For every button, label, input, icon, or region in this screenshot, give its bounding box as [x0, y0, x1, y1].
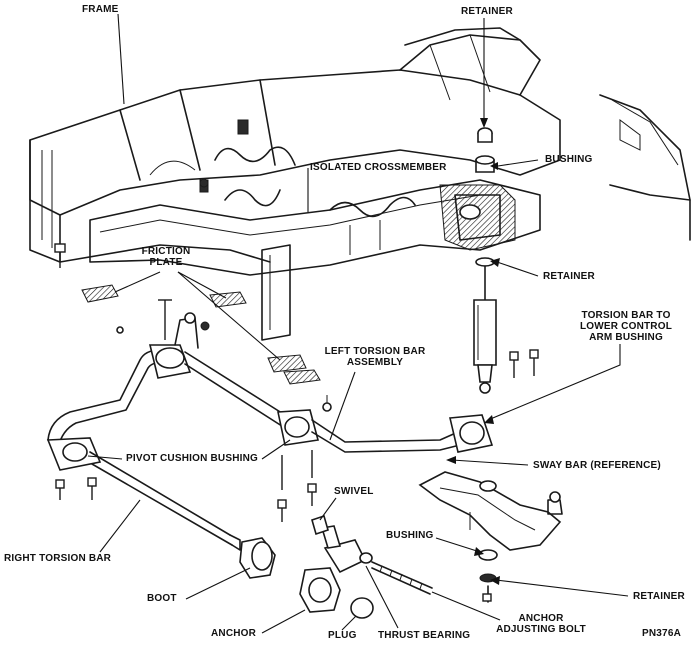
fasteners-drawing — [54, 178, 539, 602]
label-torsion-bar-bushing-line2: LOWER CONTROL — [579, 321, 673, 332]
pivot-cushion-drawing — [46, 437, 233, 546]
label-anchor-adjusting-bolt: ANCHOR ADJUSTING BOLT — [486, 613, 596, 635]
label-sway-bar: SWAY BAR (REFERENCE) — [533, 460, 661, 471]
label-left-torsion-bar-line2: ASSEMBLY — [346, 357, 404, 368]
label-frame: FRAME — [82, 4, 119, 15]
label-torsion-bar-bushing-line1: TORSION BAR TO — [581, 310, 671, 321]
label-thrust-bearing: THRUST BEARING — [378, 630, 471, 641]
label-pivot-cushion-bushing: PIVOT CUSHION BUSHING — [126, 453, 258, 464]
label-anchor-adjusting-bolt-line1: ANCHOR — [518, 613, 564, 624]
label-left-torsion-bar: LEFT TORSION BAR ASSEMBLY — [320, 346, 430, 368]
label-friction-plate: FRICTION PLATE — [140, 246, 192, 268]
friction-plates-drawing — [81, 284, 321, 385]
label-anchor-adjusting-bolt-line2: ADJUSTING BOLT — [496, 624, 586, 635]
label-torsion-bar-bushing-line3: ARM BUSHING — [589, 332, 663, 343]
label-bushing-bottom: BUSHING — [386, 530, 434, 541]
frame-drawing — [29, 27, 561, 263]
label-retainer-mid: RETAINER — [543, 271, 595, 282]
label-torsion-bar-bushing: TORSION BAR TO LOWER CONTROL ARM BUSHING — [570, 310, 682, 343]
label-part-number: PN376A — [642, 628, 681, 639]
leader-lines — [87, 13, 629, 634]
body-outline-drawing — [599, 94, 691, 241]
label-anchor: ANCHOR — [211, 628, 257, 639]
right-torsion-bar-drawing — [229, 514, 433, 619]
label-friction-plate-line1: FRICTION — [141, 246, 191, 257]
label-retainer-top: RETAINER — [461, 6, 513, 17]
isolated-crossmember-drawing — [89, 179, 541, 341]
label-plug: PLUG — [328, 630, 357, 641]
label-boot: BOOT — [147, 593, 177, 604]
label-right-torsion-bar: RIGHT TORSION BAR — [4, 553, 112, 564]
label-friction-plate-line2: PLATE — [149, 257, 183, 268]
label-isolated-crossmember: ISOLATED CROSSMEMBER — [310, 162, 447, 173]
label-bushing-top: BUSHING — [545, 154, 593, 165]
label-left-torsion-bar-line1: LEFT TORSION BAR — [324, 346, 426, 357]
lower-control-arm-drawing — [418, 471, 563, 603]
label-swivel: SWIVEL — [334, 486, 374, 497]
label-retainer-bottom: RETAINER — [633, 591, 685, 602]
torsion-bar-assembly-drawing — [47, 312, 494, 453]
